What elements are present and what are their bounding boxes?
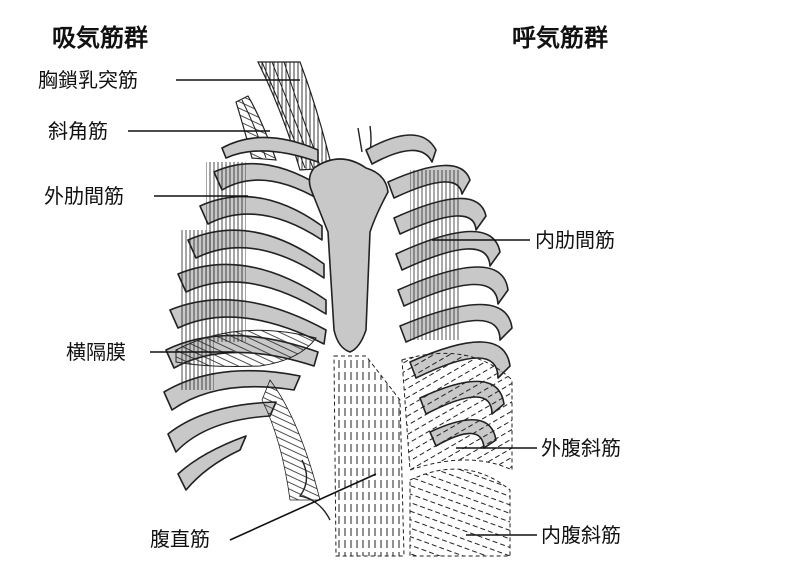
label-external-intercostal: 外肋間筋 bbox=[44, 184, 124, 208]
trachea-line bbox=[357, 127, 363, 153]
label-diaphragm: 横隔膜 bbox=[66, 340, 126, 364]
label-scalene: 斜角筋 bbox=[48, 119, 108, 143]
label-rectus-abdominis: 腹直筋 bbox=[150, 527, 210, 551]
sternum bbox=[308, 158, 389, 353]
label-internal-intercostal: 内肋間筋 bbox=[535, 228, 615, 252]
expiratory-muscles-heading: 呼気筋群 bbox=[512, 24, 608, 52]
external-oblique-muscle bbox=[401, 352, 513, 471]
rectus-abdominis-leader bbox=[229, 473, 377, 541]
internal-intercostal-muscle bbox=[410, 170, 460, 340]
pelvic-outline bbox=[298, 459, 331, 521]
internal-oblique-muscle bbox=[409, 468, 511, 557]
sternocleidomastoid-muscle bbox=[257, 61, 333, 171]
label-internal-oblique: 内腹斜筋 bbox=[541, 523, 621, 547]
inspiratory-muscles-heading: 吸気筋群 bbox=[52, 24, 148, 52]
rectus-abdominis-muscle bbox=[333, 355, 405, 557]
label-external-oblique: 外腹斜筋 bbox=[541, 436, 621, 460]
label-sternocleidomastoid: 胸鎖乳突筋 bbox=[38, 68, 138, 92]
